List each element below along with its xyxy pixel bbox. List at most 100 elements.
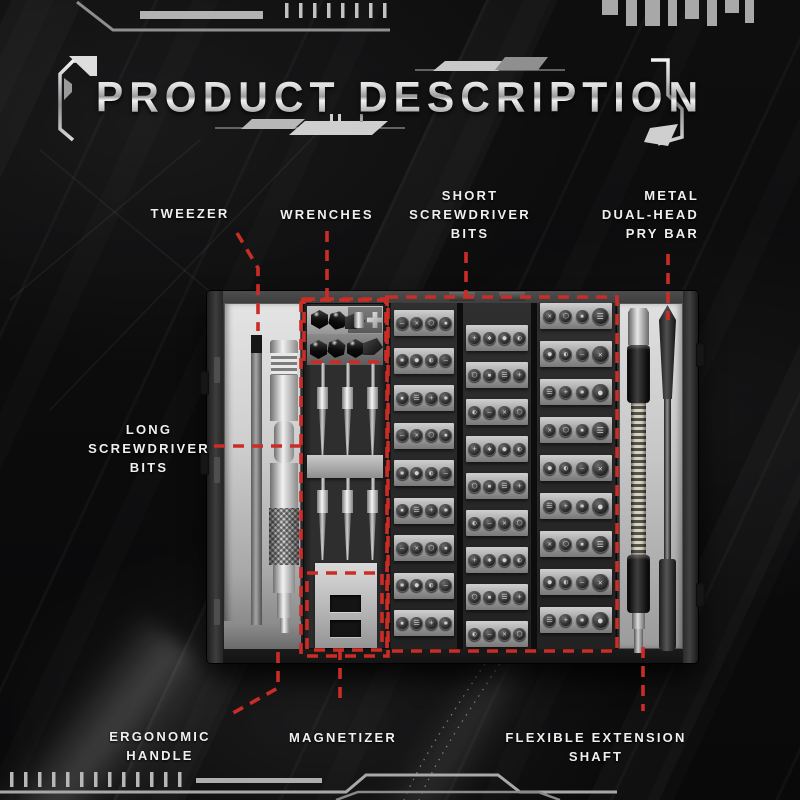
bit-row: ●◐–✕: [540, 341, 612, 367]
bit-row: ✱●◐–: [394, 347, 454, 374]
wrench-piece: [311, 310, 328, 329]
case-inner-tab: [214, 599, 220, 625]
screwdriver-bit: ✕: [498, 405, 511, 419]
bit-row: +✱●◐: [466, 547, 528, 573]
label-short-bits: SHORT SCREWDRIVER BITS: [409, 188, 531, 241]
screwdriver-bit: ⬡: [468, 368, 481, 382]
screwdriver-bit: –: [483, 516, 496, 530]
bit-column: +✱●◐⬡▪☰+◐–✕⬡+✱●◐⬡▪☰+◐–✕⬡+✱●◐⬡▪☰+◐–✕⬡: [463, 303, 531, 649]
case-latch: [200, 371, 209, 395]
screwdriver-bit: ✱: [395, 466, 409, 480]
right-tool-panel: [619, 303, 683, 653]
bit-row: ✱●◐–: [394, 460, 454, 486]
screwdriver-bit: ●: [410, 579, 424, 592]
screwdriver-bit: ▪: [439, 429, 453, 442]
screwdriver-bit: ◐: [559, 575, 573, 589]
case-hinge: [499, 292, 525, 301]
screwdriver-bit: –: [439, 466, 453, 480]
panel-shelf: [224, 621, 301, 649]
short-bits-area: –✕⬡▪✱●◐–▪☰+✱–✕⬡▪✱●◐–▪☰+✱–✕⬡▪✱●◐–▪☰+✱ +✱●…: [389, 303, 617, 649]
bit-row: ☰+✱●: [540, 379, 612, 405]
screwdriver-bit: –: [395, 541, 409, 555]
screwdriver-bit: ▪: [575, 309, 589, 323]
screwdriver-bit: +: [559, 385, 573, 399]
label-long-bits: LONG SCREWDRIVER BITS: [88, 422, 210, 475]
screwdriver-bit: ✱: [575, 613, 589, 627]
screwdriver-bit: ✱: [439, 616, 453, 630]
screwdriver-bit: +: [468, 553, 481, 567]
label-pry-bar: METAL DUAL-HEAD PRY BAR: [601, 188, 699, 241]
screwdriver-bit: ◐: [513, 553, 526, 567]
long-screwdriver-bit: [342, 478, 353, 560]
wrench-piece: [347, 339, 364, 358]
bit-row: ☰+✱●: [540, 493, 612, 519]
title-banner: PRODUCT DESCRIPTION: [0, 73, 800, 121]
bit-row: ✕⬡▪☰: [540, 531, 612, 557]
page-title: PRODUCT DESCRIPTION: [95, 73, 705, 121]
screwdriver-bit: ✱: [395, 354, 409, 367]
case-latch: [696, 583, 705, 607]
bit-row: +✱●◐: [466, 325, 528, 351]
screwdriver-bit: ⬡: [468, 590, 481, 604]
toolkit-case: –✕⬡▪✱●◐–▪☰+✱–✕⬡▪✱●◐–▪☰+✱–✕⬡▪✱●◐–▪☰+✱ +✱●…: [200, 291, 705, 663]
left-tool-panel: [224, 303, 301, 649]
screwdriver-bit: ✕: [591, 573, 609, 591]
screwdriver-bit: ⬡: [424, 541, 438, 555]
screwdriver-bit: ☰: [498, 479, 511, 493]
screwdriver-bit: ●: [410, 466, 424, 480]
screwdriver-bit: ◐: [513, 442, 526, 456]
bit-row: ✕⬡▪☰: [540, 417, 612, 443]
screwdriver-bit: ✱: [483, 553, 496, 567]
screwdriver-bit: +: [468, 442, 481, 456]
screwdriver-bit: ✱: [575, 385, 589, 399]
screwdriver-bit: ✱: [483, 442, 496, 456]
screwdriver-bit: ◐: [468, 627, 481, 641]
screwdriver-bit: ●: [410, 354, 424, 367]
long-screwdriver-bit: [367, 478, 378, 560]
screwdriver-bit: ▪: [483, 590, 496, 604]
screwdriver-bit: ◐: [424, 579, 438, 592]
long-screwdriver-bit: [367, 363, 378, 455]
screwdriver-bit: ☰: [410, 391, 424, 405]
screwdriver-bit: +: [513, 368, 526, 382]
screwdriver-bit: ▪: [575, 537, 589, 551]
case-hinge: [449, 292, 475, 301]
bit-row: ☰+✱●: [540, 607, 612, 633]
screwdriver-bit: ▪: [395, 391, 409, 405]
bit-row: ⬡▪☰+: [466, 362, 528, 388]
bit-row: –✕⬡▪: [394, 422, 454, 449]
screwdriver-bit: +: [424, 391, 438, 405]
screwdriver-bit: ●: [591, 611, 609, 629]
screwdriver-bit: ☰: [543, 613, 557, 627]
case-latch: [696, 343, 705, 367]
screwdriver-bit: ⬡: [559, 309, 573, 323]
screwdriver-bit: ✱: [395, 579, 409, 592]
screwdriver-bit: –: [575, 575, 589, 589]
screwdriver-bit: –: [395, 316, 409, 330]
screwdriver-bit: ☰: [498, 368, 511, 382]
label-flex-shaft: FLEXIBLE EXTENSION SHAFT: [505, 730, 687, 764]
screwdriver-bit: ▪: [439, 541, 453, 555]
screwdriver-bit: ◐: [424, 466, 438, 480]
wrench-piece: [354, 312, 364, 328]
screwdriver-bit: ✱: [575, 499, 589, 513]
screwdriver-bit: –: [575, 461, 589, 475]
screwdriver-bit: –: [483, 405, 496, 419]
case-right-rail: [683, 291, 698, 663]
label-wrenches: WRENCHES: [280, 207, 374, 222]
tweezer-tool: [251, 335, 262, 625]
label-magnetizer: MAGNETIZER: [289, 730, 397, 745]
screwdriver-bit: ▪: [395, 616, 409, 630]
screwdriver-bit: ●: [591, 497, 609, 515]
screwdriver-bit: ☰: [498, 590, 511, 604]
screwdriver-bit: ☰: [543, 499, 557, 513]
screwdriver-bit: +: [424, 504, 438, 517]
screwdriver-bit: ✱: [439, 391, 453, 405]
screwdriver-bit: ✕: [410, 316, 424, 330]
screwdriver-bit: ⬡: [513, 627, 526, 641]
bit-row: ✱●◐–: [394, 572, 454, 599]
screwdriver-bit: ●: [543, 575, 557, 589]
screwdriver-bit: ●: [543, 461, 557, 475]
screwdriver-bit: ◐: [468, 405, 481, 419]
